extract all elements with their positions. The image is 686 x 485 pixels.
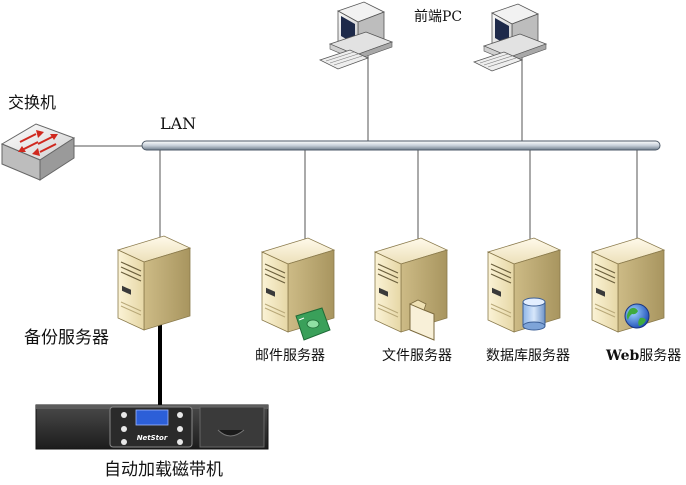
web-server-label-latin: Web: [606, 348, 640, 364]
network-switch-icon: [0, 123, 76, 181]
lan-bus: [141, 140, 661, 151]
tape-library-label: 自动加载磁带机: [104, 460, 223, 480]
tape-library-icon: [35, 404, 269, 450]
file-server-label: 文件服务器: [382, 348, 452, 364]
front-pc-label: 前端PC: [414, 9, 463, 25]
mail-server-label: 邮件服务器: [255, 348, 325, 364]
tape-brand-label: NetStor: [137, 434, 168, 442]
switch-label: 交换机: [8, 93, 57, 112]
database-server-label: 数据库服务器: [486, 348, 570, 364]
backup-server-icon: [117, 235, 191, 331]
globe-icon: [624, 303, 650, 329]
folder-icon: [409, 299, 435, 341]
database-cylinder-icon: [522, 297, 546, 331]
front-pc-2-icon: [473, 3, 547, 72]
web-server-label: Web服务器: [606, 348, 682, 364]
front-pc-1-icon: [319, 1, 393, 70]
lan-label: LAN: [160, 114, 197, 133]
backup-server-label: 备份服务器: [24, 328, 109, 348]
envelope-icon: [295, 307, 331, 341]
